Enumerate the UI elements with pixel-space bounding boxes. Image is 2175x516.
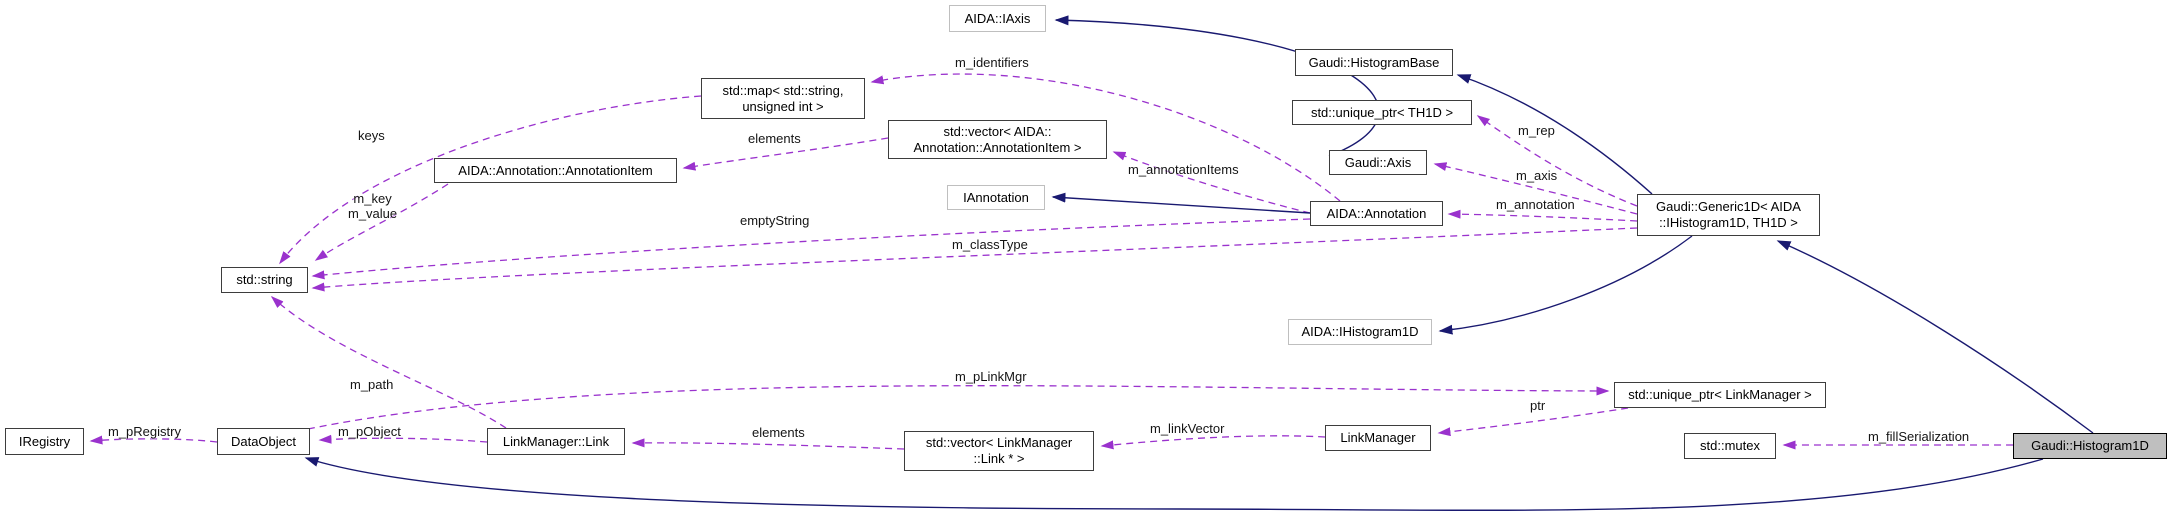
edge-label-m-path: m_path xyxy=(350,377,394,392)
node-std-vector-annotationitem[interactable]: std::vector< AIDA:: Annotation::Annotati… xyxy=(888,120,1107,159)
edge-m-plinkmgr xyxy=(307,385,1610,430)
edge-m-annotationitems xyxy=(1112,151,1311,214)
edge-m-path xyxy=(270,295,507,429)
edge-m-classtype xyxy=(311,227,1638,292)
node-unique-ptr-linkmanager[interactable]: std::unique_ptr< LinkManager > xyxy=(1614,382,1826,408)
edge-m-axis xyxy=(1433,162,1638,215)
node-gaudi-generic1d[interactable]: Gaudi::Generic1D< AIDA ::IHistogram1D, T… xyxy=(1637,194,1820,236)
edge-emptystring xyxy=(311,218,1311,280)
edge-label-ptr: ptr xyxy=(1530,398,1546,413)
edge-keys xyxy=(279,95,702,265)
edge-m-linkvector xyxy=(1100,435,1326,450)
edge-generic1d-to-ihistogram1d xyxy=(1438,235,1693,335)
node-aida-ihistogram1d[interactable]: AIDA::IHistogram1D xyxy=(1288,319,1432,345)
node-aida-annotation[interactable]: AIDA::Annotation xyxy=(1310,201,1443,226)
edge-label-m-axis: m_axis xyxy=(1516,168,1558,183)
edge-m-annotation xyxy=(1447,209,1638,222)
node-std-string[interactable]: std::string xyxy=(221,267,308,293)
edge-m-rep xyxy=(1476,115,1638,207)
node-dataobject[interactable]: DataObject xyxy=(217,428,310,455)
edge-m-pregistry xyxy=(89,435,218,445)
edge-label-m-linkvector: m_linkVector xyxy=(1150,421,1225,436)
edge-m-identifiers xyxy=(870,73,1341,202)
node-unique-ptr-th1d[interactable]: std::unique_ptr< TH1D > xyxy=(1292,100,1472,125)
edge-label-m-classtype: m_classType xyxy=(952,237,1028,252)
edge-label-m-fillserialization: m_fillSerialization xyxy=(1868,429,1970,444)
edge-m-key-m-value xyxy=(314,183,449,261)
node-std-mutex[interactable]: std::mutex xyxy=(1684,433,1776,459)
edge-label-m-rep: m_rep xyxy=(1518,123,1555,138)
edge-label-m-pobject: m_pObject xyxy=(338,424,401,439)
node-iannotation[interactable]: IAnnotation xyxy=(947,185,1045,210)
node-linkmanager[interactable]: LinkManager xyxy=(1325,425,1431,451)
node-std-vector-link[interactable]: std::vector< LinkManager ::Link * > xyxy=(904,431,1094,471)
edge-label-emptystring: emptyString xyxy=(740,213,810,228)
edge-ptr xyxy=(1437,407,1629,437)
edge-annotation-to-iannotation xyxy=(1051,192,1311,214)
edge-label-m-key-m-value: m_key m_value xyxy=(348,191,398,221)
edge-generic1d-to-histogrambase xyxy=(1456,74,1653,195)
node-gaudi-histogrambase[interactable]: Gaudi::HistogramBase xyxy=(1295,49,1453,76)
edge-label-m-identifiers: m_identifiers xyxy=(955,55,1029,70)
edge-label-elements-bottom: elements xyxy=(752,425,805,440)
node-linkmanager-link[interactable]: LinkManager::Link xyxy=(487,428,625,455)
edge-histogram1d-to-generic1d xyxy=(1776,240,2094,434)
edge-label-m-pregistry: m_pRegistry xyxy=(108,424,181,439)
edge-elements-bottom xyxy=(631,438,905,450)
edge-elements-top xyxy=(682,137,889,171)
edge-label-m-annotation: m_annotation xyxy=(1496,197,1575,212)
node-annotationitem[interactable]: AIDA::Annotation::AnnotationItem xyxy=(434,158,677,183)
edge-histogram1d-to-dataobject xyxy=(304,457,2044,511)
node-iregistry[interactable]: IRegistry xyxy=(5,428,84,455)
edge-m-pobject xyxy=(318,434,488,444)
edge-label-m-annotationitems: m_annotationItems xyxy=(1128,162,1239,177)
edge-label-m-plinkmgr: m_pLinkMgr xyxy=(955,369,1027,384)
node-gaudi-histogram1d[interactable]: Gaudi::Histogram1D xyxy=(2013,433,2167,459)
node-aida-iaxis[interactable]: AIDA::IAxis xyxy=(949,5,1046,32)
node-gaudi-axis[interactable]: Gaudi::Axis xyxy=(1329,150,1427,175)
edge-label-elements-top: elements xyxy=(748,131,801,146)
node-std-map[interactable]: std::map< std::string, unsigned int > xyxy=(701,78,865,119)
edge-label-keys: keys xyxy=(358,128,385,143)
